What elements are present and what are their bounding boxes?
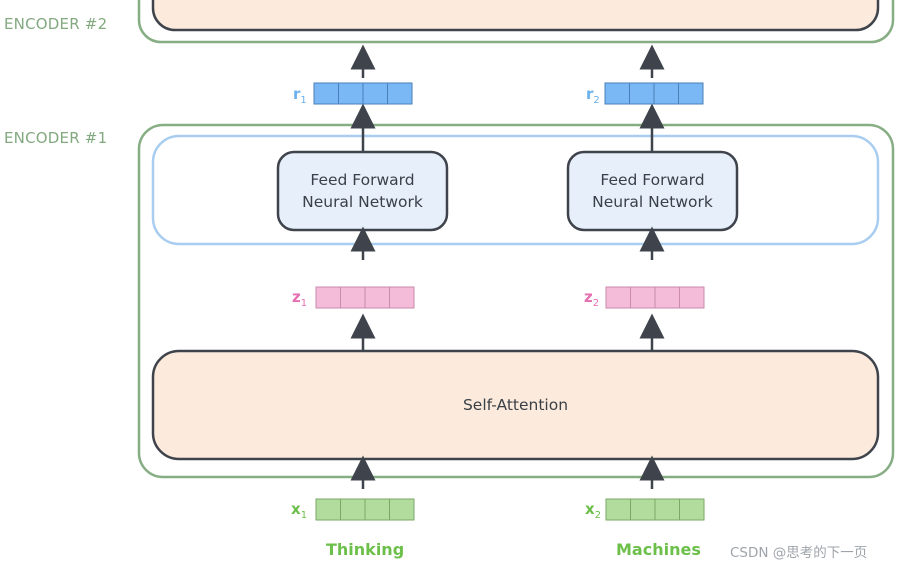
vec-z2-cell [630,286,656,309]
vec-r2-cell [653,82,679,105]
vec-z2-cell [654,286,680,309]
ffnn-1-text: Feed Forward Neural Network [278,152,447,230]
encoder-1-label: ENCODER #1 [4,129,108,147]
vec-x1-cell [315,498,341,521]
vector-label-r1: r1 [293,85,307,106]
vec-r1-cell [313,82,339,105]
vec-x2-cell [630,498,656,521]
vec-r2-cell [604,82,630,105]
vec-r2-cell [678,82,704,105]
vector-label-z1: z1 [292,288,308,309]
vec-x1-cell [364,498,390,521]
ffn-layer-container [151,134,880,246]
input-word-2: Machines [616,540,701,559]
vector-x1 [315,498,415,521]
vec-z1-cell [389,286,415,309]
vector-label-z2: z2 [584,288,600,309]
watermark: CSDN @思考的下一页 [730,545,868,561]
self-attention-block [151,349,880,461]
vector-x2 [605,498,705,521]
vec-z1-cell [315,286,341,309]
vec-r1-cell [387,82,413,105]
vec-z2-cell [679,286,705,309]
vector-z2 [605,286,705,309]
vector-label-r2: r2 [586,85,600,106]
vec-z1-cell [364,286,390,309]
vec-x2-cell [654,498,680,521]
encoder-2-attention-block [151,0,880,32]
vector-r1 [313,82,413,105]
vector-r2 [604,82,704,105]
ffnn-1-line-2: Neural Network [302,193,423,211]
vec-r1-cell [338,82,364,105]
vec-x1-cell [340,498,366,521]
input-word-1: Thinking [326,540,405,559]
vec-z2-cell [605,286,631,309]
vector-label-x2: x2 [585,500,602,521]
ffnn-2-line-1: Feed Forward [600,171,705,189]
encoder-1-frame [137,123,895,479]
vec-x2-cell [605,498,631,521]
encoder-2-frame [137,0,895,44]
vec-x2-cell [679,498,705,521]
vector-label-x1: x1 [291,500,308,521]
ffnn-2-line-2: Neural Network [592,193,713,211]
vector-z1 [315,286,415,309]
ffnn-1-line-1: Feed Forward [310,171,415,189]
vec-x1-cell [389,498,415,521]
encoder-2-label: ENCODER #2 [4,15,108,33]
vec-z1-cell [340,286,366,309]
vec-r1-cell [362,82,388,105]
ffnn-2-text: Feed Forward Neural Network [568,152,737,230]
vec-r2-cell [629,82,655,105]
self-attention-label: Self-Attention [462,396,569,414]
